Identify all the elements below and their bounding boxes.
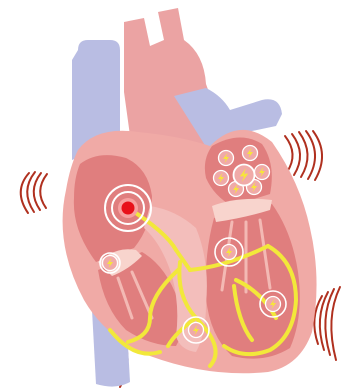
- vibration-arcs-left-icon: [21, 172, 47, 213]
- vibration-arcs-top-right-icon: [285, 131, 322, 180]
- vibration-arcs-bottom-right-icon: [314, 287, 340, 360]
- sa-node: [105, 185, 151, 231]
- av-node: [100, 253, 120, 273]
